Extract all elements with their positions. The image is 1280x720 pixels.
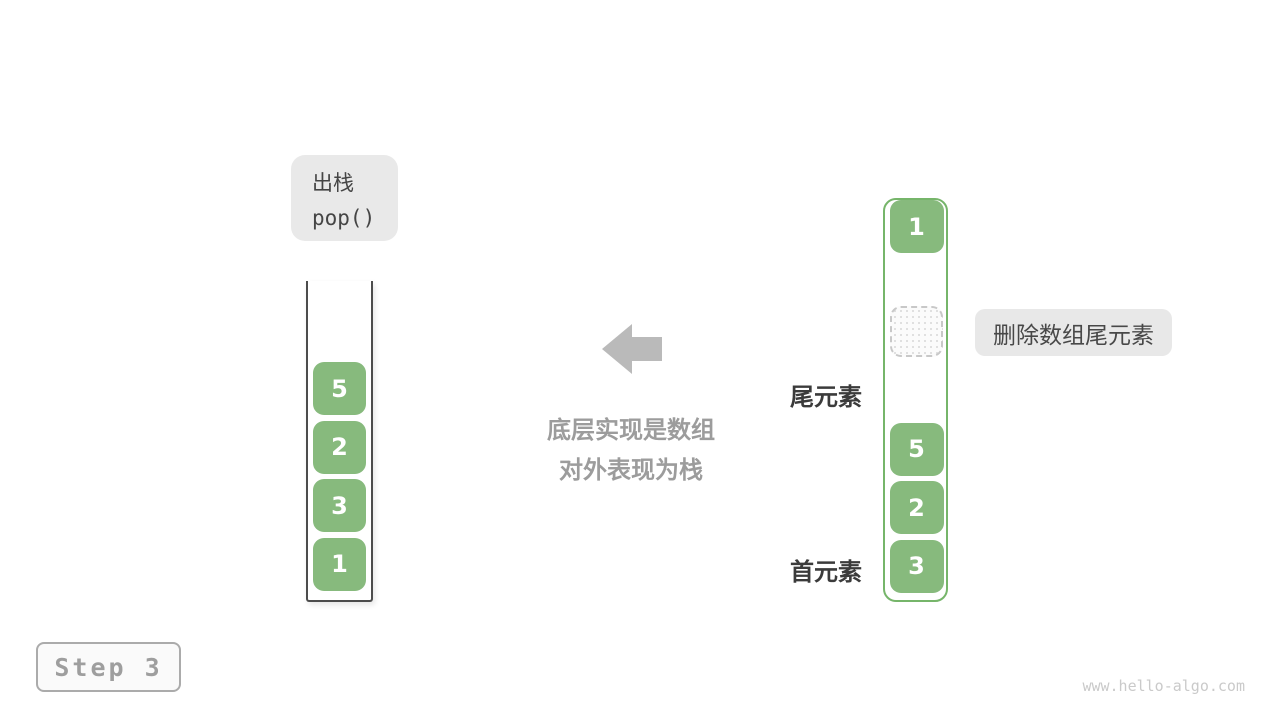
caption-line-1: 底层实现是数组 xyxy=(547,416,715,444)
array-cell: 5 xyxy=(889,422,944,476)
pop-operation-title: 出栈 xyxy=(312,171,354,195)
empty-array-slot xyxy=(889,306,943,357)
stack-cell: 3 xyxy=(313,479,366,532)
left-arrow-icon xyxy=(602,324,662,374)
step-badge: Step 3 xyxy=(36,642,181,692)
pop-operation-code: pop() xyxy=(312,206,376,230)
site-watermark: www.hello-algo.com xyxy=(1082,677,1245,695)
stack-view-container: 5 2 3 1 xyxy=(306,281,373,602)
pop-operation-box: 出栈 pop() xyxy=(291,155,398,241)
stack-cell: 5 xyxy=(313,362,366,415)
stack-cell: 2 xyxy=(313,420,366,474)
array-view-container: 5 2 3 1 xyxy=(883,198,948,602)
center-caption: 底层实现是数组 对外表现为栈 xyxy=(491,410,771,490)
array-cell: 1 xyxy=(889,200,944,253)
array-cell: 3 xyxy=(889,539,944,593)
array-cell: 2 xyxy=(889,481,944,534)
delete-tail-annotation: 删除数组尾元素 xyxy=(975,309,1172,356)
tail-element-label: 尾元素 xyxy=(790,383,862,411)
stack-cell: 1 xyxy=(313,537,366,591)
head-element-label: 首元素 xyxy=(790,558,862,586)
caption-line-2: 对外表现为栈 xyxy=(559,456,703,484)
